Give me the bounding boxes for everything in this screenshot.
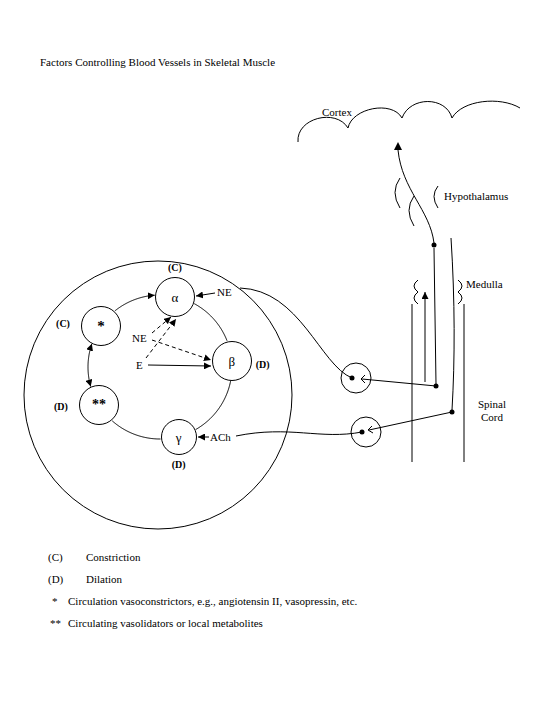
ring-connector — [88, 344, 92, 387]
text-label: * — [52, 595, 58, 608]
synapse-mark — [368, 426, 373, 433]
neuron-axon — [425, 292, 426, 382]
effect-label: (C) — [168, 263, 182, 273]
binding-arrow — [152, 317, 171, 333]
text-label: E — [136, 359, 143, 372]
neuron-axon — [434, 248, 436, 384]
text-label: Cortex — [322, 106, 352, 119]
ganglion — [341, 363, 371, 393]
ganglion — [351, 417, 381, 447]
postganglionic-fiber — [236, 432, 362, 436]
ring-connector — [196, 381, 231, 430]
text-label: NE — [132, 332, 147, 345]
receptor-circle: γ(D) — [161, 419, 197, 455]
text-label: ** — [50, 617, 61, 630]
spinal-cord-outline — [412, 304, 413, 462]
neuron-axon — [398, 150, 434, 243]
circle-outline — [212, 341, 251, 380]
hypothalamus-outline — [409, 196, 414, 226]
text-label: (C) — [48, 551, 63, 564]
release-arrow — [198, 437, 209, 438]
preganglionic-fiber — [369, 412, 452, 430]
ring-connector — [112, 421, 160, 439]
receptor-symbol: β — [228, 354, 235, 367]
medulla-outline — [414, 280, 418, 304]
text-label: ACh — [210, 431, 231, 444]
effect-label: (C) — [56, 319, 70, 329]
postganglionic-fiber — [240, 288, 352, 378]
circle-outline — [79, 386, 118, 425]
cortex-outline — [298, 101, 520, 142]
text-label: Circulation vasoconstrictors, e.g., angi… — [68, 595, 528, 608]
receptor-symbol: γ — [176, 430, 182, 443]
text-label: NE — [217, 286, 232, 299]
neuron-body — [394, 142, 402, 150]
receptor-circle: **(D) — [79, 385, 119, 425]
hypothalamus-outline — [395, 178, 400, 208]
muscle-outline — [24, 261, 292, 529]
neuron-axon — [451, 238, 454, 410]
circle-outline — [82, 306, 121, 345]
text-label: Spinal Cord — [472, 398, 512, 424]
receptor-circle: β(D) — [212, 341, 252, 381]
diagram-title: Factors Controlling Blood Vessels in Ske… — [40, 56, 275, 69]
effect-label: (D) — [172, 460, 186, 470]
hypothalamus-outline — [434, 186, 438, 208]
receptor-symbol: α — [172, 290, 179, 303]
release-arrow — [196, 293, 215, 296]
binding-arrow — [148, 365, 211, 366]
circle-outline — [161, 419, 196, 454]
receptor-symbol: ** — [92, 398, 106, 412]
receptor-symbol: * — [97, 318, 105, 333]
receptor-circle: α(C) — [155, 277, 195, 317]
effect-label: (D) — [54, 402, 68, 412]
effect-label: (D) — [256, 360, 270, 370]
circle-outline — [155, 277, 194, 316]
ring-connector — [115, 295, 155, 311]
binding-arrow — [152, 340, 211, 360]
text-label: Medulla — [466, 278, 503, 291]
text-label: (D) — [48, 573, 63, 586]
medulla-outline — [458, 280, 462, 304]
spinal-cord-outline — [464, 304, 465, 462]
text-label: Hypothalamus — [444, 190, 508, 203]
ring-connector — [194, 304, 227, 341]
text-label: Constriction — [86, 551, 140, 564]
text-label: Dilation — [86, 573, 122, 586]
text-label: Circulating vasolidators or local metabo… — [68, 617, 528, 630]
receptor-circle: *(C) — [81, 306, 121, 346]
neuron-body — [432, 243, 437, 248]
synapse-mark — [361, 375, 365, 383]
binding-arrow — [146, 319, 176, 358]
preganglionic-fiber — [362, 379, 436, 386]
